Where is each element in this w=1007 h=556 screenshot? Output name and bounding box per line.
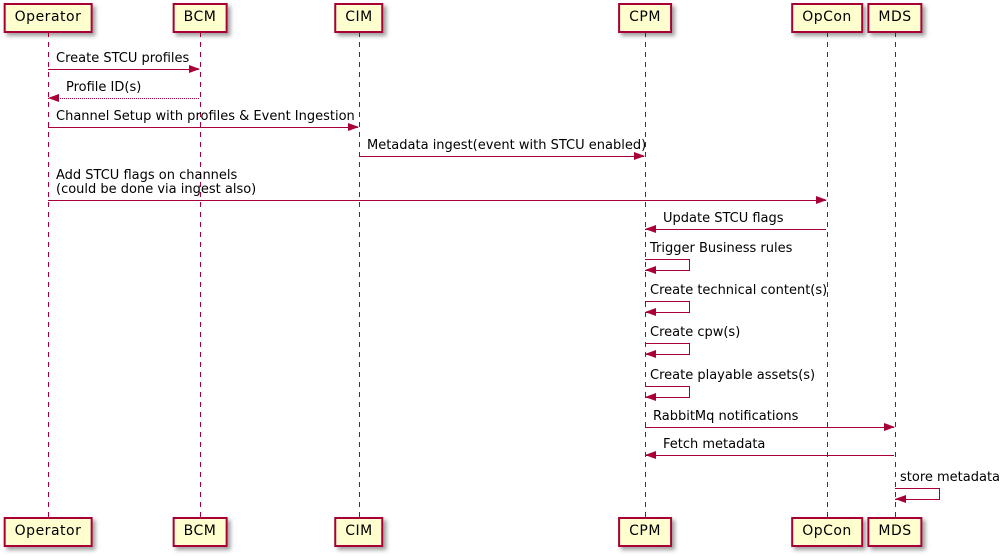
participant-top-opcon: OpCon <box>791 3 863 33</box>
participant-bottom-mds: MDS <box>867 517 923 547</box>
message-label-0: Create STCU profiles <box>56 51 190 66</box>
arrowhead-icon-2 <box>348 123 359 131</box>
message-label-10: RabbitMq notifications <box>653 409 799 424</box>
message-line-4 <box>48 200 826 201</box>
participant-top-operator: Operator <box>3 3 93 33</box>
self-message-arrow-8 <box>645 343 690 355</box>
participant-top-cpm: CPM <box>618 3 672 33</box>
self-message-arrow-12 <box>895 488 940 500</box>
lifeline-cim <box>359 32 360 517</box>
message-line-10 <box>645 427 894 428</box>
participant-top-bcm: BCM <box>172 3 228 33</box>
arrowhead-icon-9 <box>645 393 656 401</box>
arrowhead-icon-1 <box>48 94 59 102</box>
message-label-9: Create playable assets(s) <box>650 368 816 383</box>
message-label-2: Channel Setup with profiles & Event Inge… <box>56 109 355 124</box>
message-label-5: Update STCU flags <box>663 211 784 226</box>
lifeline-operator <box>48 32 49 517</box>
message-label-7: Create technical content(s) <box>650 283 828 298</box>
arrowhead-icon-4 <box>816 196 827 204</box>
participant-bottom-cpm: CPM <box>618 517 672 547</box>
self-message-arrow-6 <box>645 259 690 271</box>
arrowhead-icon-0 <box>189 65 200 73</box>
message-label-4: Add STCU flags on channels (could be don… <box>56 168 257 197</box>
message-label-11: Fetch metadata <box>663 437 766 452</box>
participant-bottom-opcon: OpCon <box>791 517 863 547</box>
message-line-5 <box>645 229 826 230</box>
arrowhead-icon-3 <box>634 152 645 160</box>
arrowhead-icon-12 <box>895 495 906 503</box>
message-label-8: Create cpw(s) <box>650 325 741 340</box>
lifeline-opcon <box>827 32 828 517</box>
participant-bottom-cim: CIM <box>334 517 384 547</box>
lifeline-bcm <box>200 32 201 517</box>
participant-top-mds: MDS <box>867 3 923 33</box>
lifeline-mds <box>895 32 896 517</box>
self-message-arrow-7 <box>645 301 690 313</box>
message-label-3: Metadata ingest(event with STCU enabled) <box>367 138 647 153</box>
participant-bottom-bcm: BCM <box>172 517 228 547</box>
participant-top-cim: CIM <box>334 3 384 33</box>
lifeline-cpm <box>645 32 646 517</box>
message-line-3 <box>359 156 644 157</box>
arrowhead-icon-10 <box>884 423 895 431</box>
arrowhead-icon-5 <box>645 225 656 233</box>
arrowhead-icon-11 <box>645 451 656 459</box>
message-line-2 <box>48 127 358 128</box>
message-label-12: store metadata <box>900 470 1001 485</box>
participant-bottom-operator: Operator <box>3 517 93 547</box>
arrowhead-icon-8 <box>645 350 656 358</box>
arrowhead-icon-6 <box>645 266 656 274</box>
message-label-6: Trigger Business rules <box>650 241 793 256</box>
message-label-1: Profile ID(s) <box>66 80 142 95</box>
arrowhead-icon-7 <box>645 308 656 316</box>
message-line-11 <box>645 455 894 456</box>
message-line-1 <box>48 98 199 99</box>
self-message-arrow-9 <box>645 386 690 398</box>
message-line-0 <box>48 69 199 70</box>
